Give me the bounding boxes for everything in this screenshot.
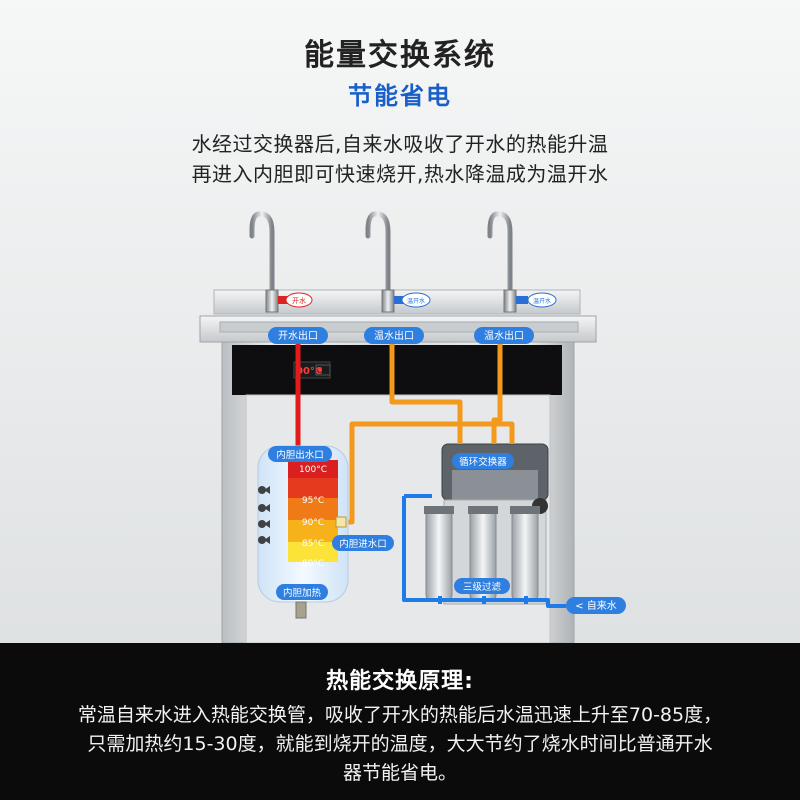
svg-text:循环交换器: 循环交换器 bbox=[459, 456, 507, 468]
temp-80: 80°C bbox=[302, 559, 324, 569]
display-readout: 00°C bbox=[296, 366, 322, 377]
svg-text:温水出口: 温水出口 bbox=[374, 329, 414, 342]
svg-text:开水出口: 开水出口 bbox=[278, 329, 318, 342]
description-line-1: 水经过交换器后,自来水吸收了开水的热能升温 bbox=[191, 132, 609, 156]
label-exchanger: 循环交换器 bbox=[452, 453, 514, 469]
svg-text:内胆进水口: 内胆进水口 bbox=[339, 538, 387, 550]
svg-text:温开水: 温开水 bbox=[533, 297, 551, 305]
temp-100: 100°C bbox=[299, 465, 327, 475]
svg-text:温水出口: 温水出口 bbox=[484, 329, 524, 342]
principle-line-2: 只需加热约15-30度，就能到烧开的温度，大大节约了烧水时间比普通开水 bbox=[87, 733, 713, 755]
inner-tank: 100°C 95°C 90°C 85°C 80°C bbox=[257, 445, 349, 619]
faucet-hot[interactable]: 开水 bbox=[249, 211, 313, 313]
label-warm-outlet-1: 温水出口 bbox=[364, 327, 424, 344]
svg-text:< 自来水: < 自来水 bbox=[575, 599, 617, 612]
svg-text:三级过滤: 三级过滤 bbox=[463, 581, 502, 593]
three-stage-filter bbox=[424, 506, 540, 601]
label-tank-outlet: 内胆出水口 bbox=[268, 446, 332, 462]
label-tap-water-inlet: < 自来水 bbox=[566, 597, 626, 614]
page-subtitle: 节能省电 bbox=[348, 82, 452, 110]
principle-line-3: 器节能省电。 bbox=[342, 762, 457, 784]
cold-water-pipe bbox=[402, 494, 566, 608]
tank-valves bbox=[258, 486, 270, 544]
temp-95: 95°C bbox=[302, 496, 324, 506]
principle-panel: 热能交换原理: 常温自来水进入热能交换管，吸收了开水的热能后水温迅速上升至70-… bbox=[0, 643, 800, 800]
svg-text:内胆加热: 内胆加热 bbox=[283, 587, 322, 599]
label-filter: 三级过滤 bbox=[454, 578, 510, 594]
temp-90: 90°C bbox=[302, 518, 324, 528]
temp-85: 85°C bbox=[302, 539, 324, 549]
svg-text:内胆出水口: 内胆出水口 bbox=[276, 449, 324, 461]
faucet-warm-1[interactable]: 温开水 bbox=[365, 211, 431, 313]
principle-line-1: 常温自来水进入热能交换管，吸收了开水的热能后水温迅速上升至70-85度， bbox=[77, 704, 723, 726]
svg-text:温开水: 温开水 bbox=[407, 297, 425, 305]
label-tank-inlet: 内胆进水口 bbox=[332, 535, 394, 551]
label-warm-outlet-2: 温水出口 bbox=[474, 327, 534, 344]
page-title: 能量交换系统 bbox=[304, 38, 496, 73]
principle-text: 常温自来水进入热能交换管，吸收了开水的热能后水温迅速上升至70-85度， 只需加… bbox=[34, 701, 766, 788]
description-line-2: 再进入内胆即可快速烧开,热水降温成为温开水 bbox=[191, 162, 609, 186]
svg-text:开水: 开水 bbox=[292, 296, 306, 305]
faucet-warm-2[interactable]: 温开水 bbox=[487, 211, 557, 313]
label-hot-outlet: 开水出口 bbox=[268, 327, 328, 344]
label-tank-heating: 内胆加热 bbox=[276, 584, 328, 600]
principle-title: 热能交换原理: bbox=[326, 669, 474, 694]
